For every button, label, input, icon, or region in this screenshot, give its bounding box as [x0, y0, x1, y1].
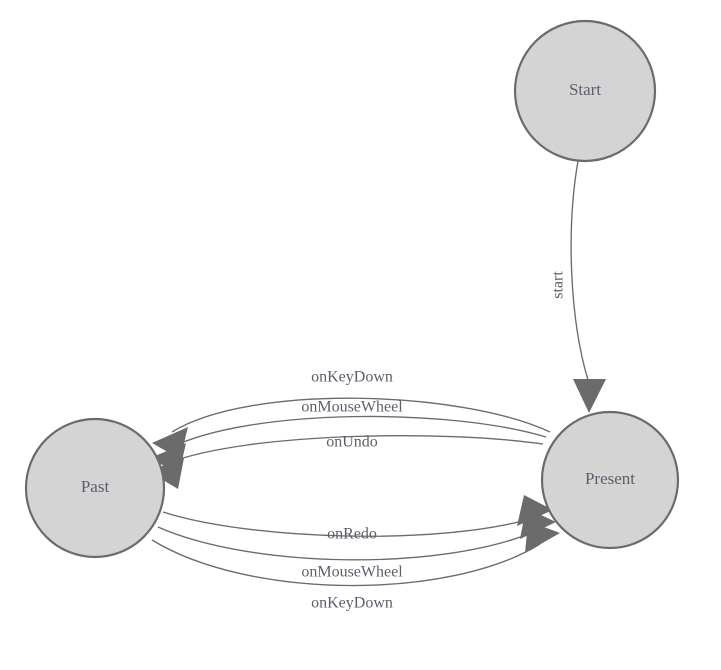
edge-past-to-present-onredo-path	[162, 511, 534, 537]
edge-label-start: start	[550, 271, 567, 299]
edge-past-to-present-onmousewheel-path	[157, 526, 537, 561]
edge-present-to-past-onundo-path	[167, 435, 544, 464]
edge-start-to-present-path	[570, 160, 589, 381]
arrowhead-present-lower-3	[525, 521, 560, 553]
node-present-label: Present	[585, 469, 635, 488]
edge-past-to-present-onredo[interactable]: onRedo	[162, 495, 553, 543]
node-past-circle	[24, 417, 166, 559]
node-past[interactable]: Past	[24, 417, 166, 559]
node-start[interactable]: Start	[513, 19, 657, 163]
edge-past-to-present-onkeydown-path	[151, 539, 541, 587]
edge-start-to-present[interactable]: start	[550, 160, 606, 413]
edge-present-to-past-onkeydown-path	[171, 397, 551, 433]
edge-label-present-past-onkeydown: onKeyDown	[311, 369, 393, 386]
node-start-label: Start	[569, 80, 601, 99]
edge-label-past-present-onredo: onRedo	[327, 526, 377, 543]
edge-past-to-present-onkeydown[interactable]: onKeyDown	[151, 521, 560, 612]
edge-label-past-present-onkeydown: onKeyDown	[311, 595, 393, 612]
edge-label-present-past-onundo: onUndo	[326, 434, 378, 451]
edge-label-past-present-onmousewheel: onMouseWheel	[301, 564, 403, 581]
edge-present-to-past-onundo[interactable]: onUndo	[148, 434, 544, 489]
node-past-label: Past	[81, 477, 110, 496]
node-present[interactable]: Present	[540, 410, 680, 550]
node-present-circle	[540, 410, 680, 550]
edge-past-to-present-onmousewheel[interactable]: onMouseWheel	[157, 508, 556, 581]
edge-label-present-past-onmousewheel: onMouseWheel	[301, 399, 403, 416]
node-start-circle	[513, 19, 657, 163]
arrowhead-present-top	[573, 379, 606, 413]
arrowhead-past-upper-3	[148, 458, 184, 489]
edge-present-to-past-onmousewheel-path	[169, 415, 547, 449]
